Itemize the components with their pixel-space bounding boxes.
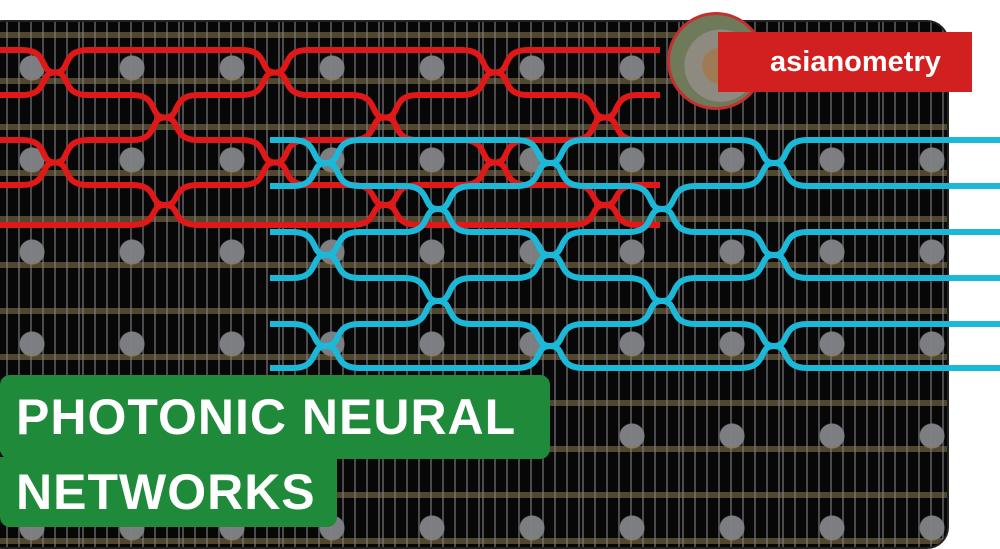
cyan-waveguide xyxy=(270,159,1000,213)
red-waveguide xyxy=(0,47,660,76)
title-line-1: PHOTONIC NEURAL xyxy=(0,375,550,459)
channel-brand-banner: asianometry xyxy=(718,32,972,92)
title-text-1: PHOTONIC NEURAL xyxy=(16,389,517,445)
cyan-waveguide xyxy=(270,297,1000,350)
title-text-2: NETWORKS xyxy=(16,464,316,520)
photonic-chip-image xyxy=(0,20,949,549)
cyan-waveguide xyxy=(270,205,1000,259)
cyan-waveguide xyxy=(270,137,1000,167)
red-waveguide xyxy=(0,201,660,229)
cyan-waveguide xyxy=(270,251,1000,305)
title-line-2: NETWORKS xyxy=(0,457,337,527)
red-waveguide xyxy=(0,69,660,121)
cyan-waveguide xyxy=(270,342,1000,371)
brand-name: asianometry xyxy=(770,45,941,78)
red-waveguide xyxy=(0,159,660,209)
red-waveguide xyxy=(0,114,660,166)
